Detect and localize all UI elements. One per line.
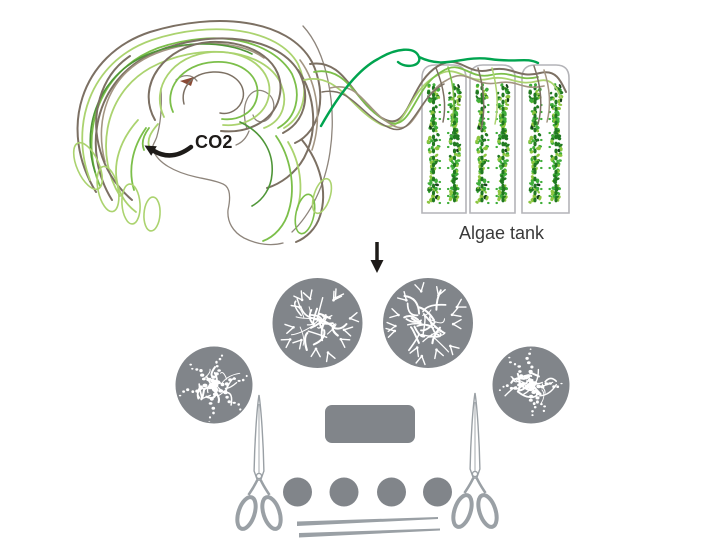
hair-strand (90, 37, 298, 187)
co2-arrowhead (144, 145, 157, 156)
down-arrowhead (370, 260, 384, 273)
hair-loop (311, 177, 333, 215)
dye-tray (325, 405, 415, 443)
dye-cup-2 (329, 477, 359, 507)
algae-sample-circle-large-left (272, 278, 363, 368)
chopstick-1 (297, 517, 438, 526)
hair-tip (477, 67, 485, 131)
algae-fluff-pattern (498, 348, 563, 417)
hair-strand (295, 139, 325, 243)
hair-strand (94, 37, 307, 201)
co2-arrow-curve (151, 144, 194, 158)
hair-tip (435, 67, 446, 123)
scissors-right (447, 391, 503, 532)
hair-strand (329, 74, 545, 129)
hair-strand (169, 61, 259, 121)
hair-strands (72, 20, 333, 243)
human-head-profile (151, 25, 333, 246)
algae-tank-label: Algae tank (459, 223, 545, 243)
hair-strand (262, 135, 293, 242)
hair-strand (147, 123, 159, 147)
back-of-head-outline (291, 25, 333, 233)
hair-strand (158, 51, 271, 127)
dye-cup-1 (283, 477, 312, 507)
hair-strand (321, 83, 445, 131)
face-profile-outline (151, 87, 284, 246)
algae-sample-circle-large-right (383, 278, 473, 368)
algae-fluff-pattern (178, 354, 248, 422)
hair-loop (121, 183, 141, 225)
algae-tanks (421, 64, 570, 214)
hair-strand (89, 43, 253, 173)
hair-strand (266, 69, 315, 189)
tools (231, 391, 503, 538)
chopstick-2 (299, 528, 440, 538)
co2-label: CO2 (195, 132, 233, 152)
hair-strand (105, 50, 286, 197)
hair-strand (147, 40, 282, 133)
hair-strand-emerald (417, 55, 540, 65)
dye-cup-4 (423, 477, 452, 507)
algae-sample-circles (175, 278, 570, 424)
hair-loop (143, 196, 161, 232)
hair-tip (491, 67, 498, 125)
algae-fluff-pattern (385, 282, 467, 366)
hair-strand (76, 20, 322, 193)
hair-strand (182, 71, 245, 115)
scissors-left (231, 393, 287, 534)
algae-fluff-pattern (280, 288, 360, 363)
hair-loop (96, 165, 120, 213)
jaw-line (235, 130, 250, 146)
eye-iris (180, 77, 194, 86)
dye-cup-3 (377, 477, 406, 507)
hair-tip (543, 69, 551, 123)
ear-outline (243, 89, 275, 130)
hair-strand (299, 59, 319, 151)
hair-loop (294, 193, 316, 235)
hair-strand (141, 127, 150, 151)
co2-breath-arrow: CO2 (144, 132, 233, 158)
hair-flow-to-tanks (303, 48, 567, 131)
hair-strand (100, 42, 265, 163)
hair-strand-emerald (319, 48, 421, 128)
hair-strand (239, 121, 273, 207)
hair-tip (533, 65, 542, 125)
hair-tip (447, 66, 455, 127)
process-down-arrow (370, 242, 384, 273)
